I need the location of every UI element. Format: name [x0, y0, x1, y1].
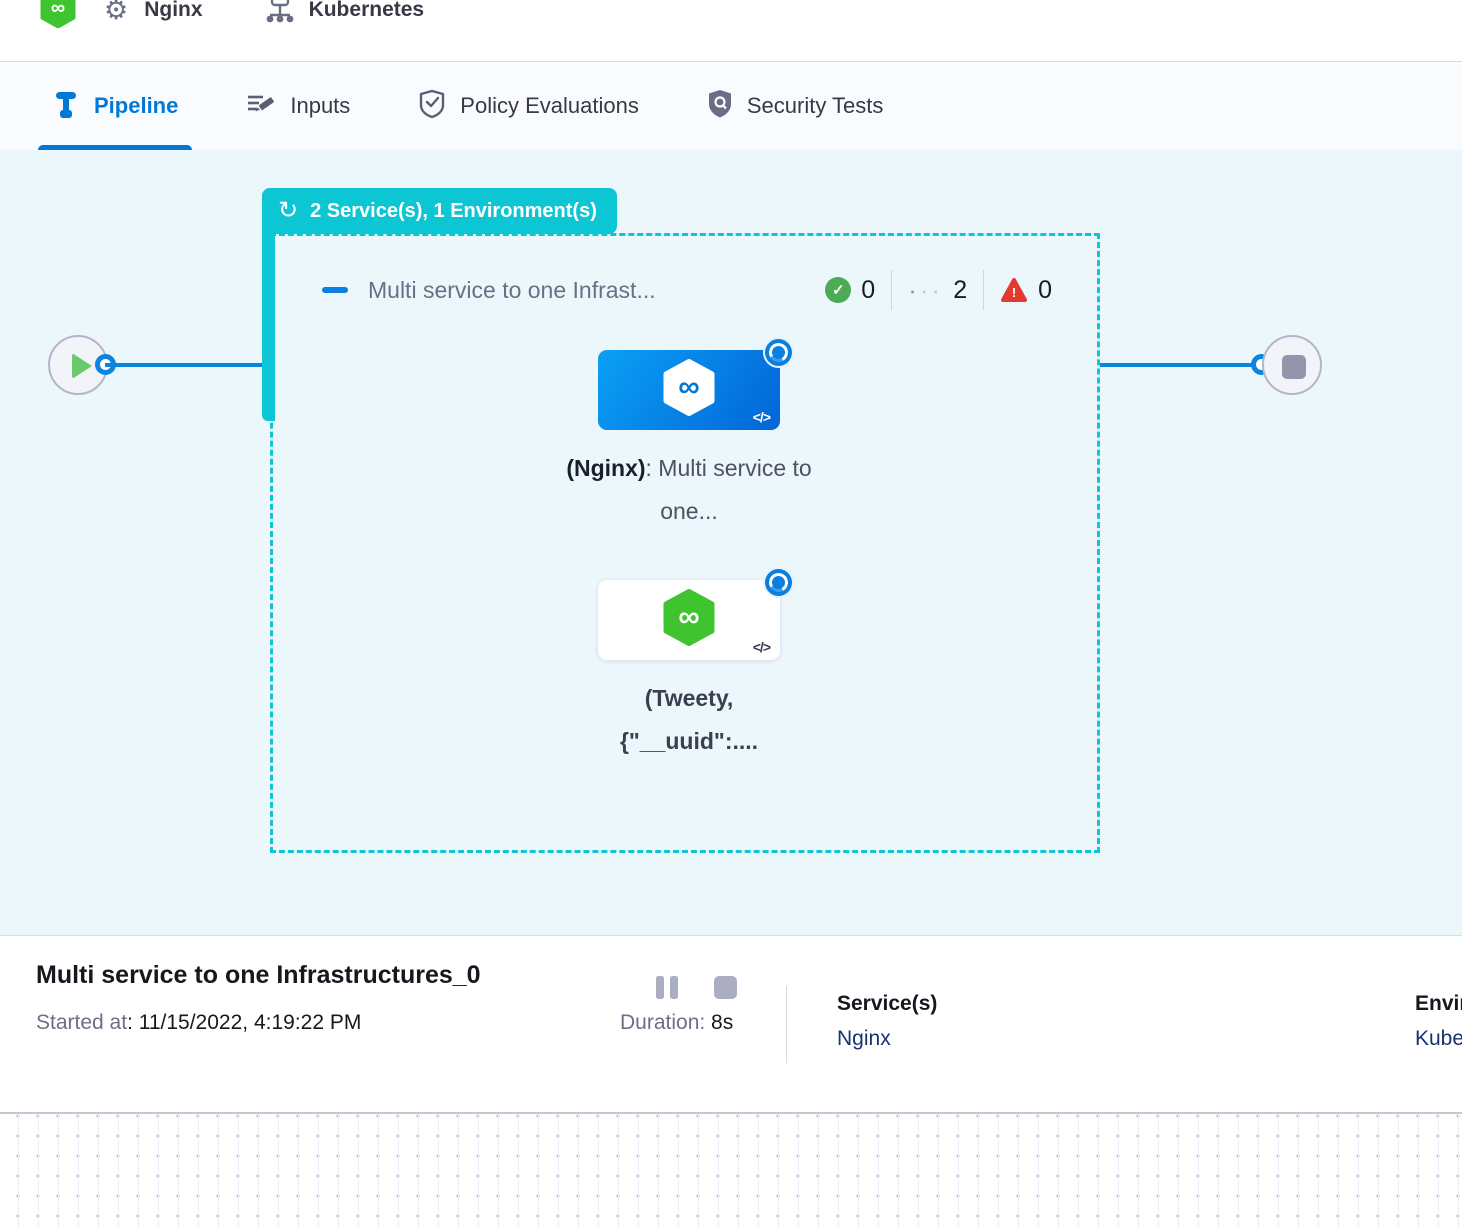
breadcrumb: ∞ ⚙ Nginx Kubernetes [40, 0, 424, 34]
stage-title: Multi service to one Infrast... [368, 276, 656, 303]
started-at: Started at: 11/15/2022, 4:19:22 PM [36, 1011, 361, 1035]
console-grid-area [0, 1112, 1462, 1228]
svg-text:∞: ∞ [678, 371, 699, 404]
environments-label: Environment(s) [1415, 992, 1462, 1015]
running-spinner-badge [765, 339, 792, 366]
running-count: 2 [953, 275, 968, 304]
pipeline-end-node [1262, 335, 1322, 395]
gear-icon: ⚙ [104, 0, 129, 25]
harness-service-icon: ∞ [40, 0, 76, 33]
service-name[interactable]: Nginx [144, 0, 203, 21]
step-name-rest: : Multi service to one... [645, 455, 812, 524]
play-icon [72, 353, 92, 379]
tab-pipeline[interactable]: Pipeline [38, 62, 193, 150]
success-icon: ✓ [825, 277, 852, 303]
svg-text:!: ! [1012, 285, 1016, 300]
step-name-line2: {"__uuid":.... [619, 728, 759, 754]
stage-group-badge[interactable]: ↻ 2 Service(s), 1 Environment(s) [262, 188, 617, 234]
breadcrumb-header: ∞ ⚙ Nginx Kubernetes [0, 0, 1462, 62]
harness-logo-hexagon: ∞ [661, 359, 717, 422]
tab-pipeline-label: Pipeline [94, 93, 179, 118]
environment-link-kubernetes[interactable]: Kubernetes [1415, 1027, 1462, 1050]
divider [891, 270, 893, 310]
loop-icon: ↻ [278, 197, 299, 224]
inputs-icon [246, 90, 276, 123]
pause-button[interactable] [656, 976, 678, 999]
tab-inputs-label: Inputs [290, 93, 351, 118]
divider [983, 270, 985, 310]
svg-text:∞: ∞ [51, 0, 65, 19]
duration-value: 8s [705, 1011, 734, 1034]
duration: Duration: 8s [620, 1011, 733, 1035]
pipeline-canvas: ↻ 2 Service(s), 1 Environment(s) Multi s… [0, 150, 1462, 935]
infrastructure-icon [265, 0, 295, 30]
step-name-line1: (Tweety, [644, 685, 734, 711]
divider [786, 986, 787, 1063]
execution-controls [656, 976, 737, 999]
step-node-tweety[interactable]: ∞ </> [598, 580, 780, 660]
step-name-bold: (Nginx) [566, 455, 646, 481]
tab-policy-evaluations-label: Policy Evaluations [460, 93, 639, 118]
step-node-tweety-label: (Tweety, {"__uuid":.... [564, 677, 814, 763]
security-shield-icon [707, 89, 733, 124]
stage-badge-label: 2 Service(s), 1 Environment(s) [310, 199, 597, 222]
code-icon: </> [752, 639, 771, 655]
service-link-nginx[interactable]: Nginx [837, 1027, 891, 1050]
collapse-icon[interactable] [322, 287, 348, 293]
step-node-nginx[interactable]: ∞ </> [598, 350, 780, 430]
svg-text:∞: ∞ [678, 601, 699, 634]
tab-inputs[interactable]: Inputs [232, 62, 364, 150]
connector-line-left [105, 363, 265, 367]
stage-header: Multi service to one Infrast... ✓ 0 ··· … [322, 270, 1052, 310]
code-icon: </> [752, 409, 771, 425]
tab-security-tests-label: Security Tests [746, 93, 884, 118]
step-node-nginx-label: (Nginx): Multi service to one... [564, 447, 814, 533]
stop-icon [1282, 355, 1306, 379]
connector-line-right [1100, 363, 1260, 367]
running-icon: ··· [908, 274, 944, 305]
tab-bar: Pipeline Inputs Policy Evaluations [0, 62, 1462, 150]
started-at-label: Started at [36, 1011, 128, 1034]
success-count: 0 [861, 275, 876, 304]
services-column: Service(s) Nginx [837, 992, 937, 1051]
harness-logo-hexagon-green: ∞ [661, 589, 717, 652]
active-tab-underline [38, 145, 193, 150]
pipeline-start-node [48, 335, 108, 395]
started-at-value: : 11/15/2022, 4:19:22 PM [127, 1011, 362, 1034]
stage-group-boundary [270, 233, 1100, 853]
failed-icon: ! [1000, 277, 1028, 303]
tab-security-tests[interactable]: Security Tests [693, 62, 898, 150]
execution-title: Multi service to one Infrastructures_0 [36, 961, 481, 989]
pipeline-icon [52, 89, 80, 124]
execution-summary-bar: Multi service to one Infrastructures_0 S… [0, 935, 1462, 1112]
environments-column: Environment(s) Kubernetes [1415, 992, 1462, 1051]
services-label: Service(s) [837, 992, 938, 1015]
duration-label: Duration: [620, 1011, 706, 1034]
stage-status-counts: ✓ 0 ··· 2 ! 0 [825, 270, 1052, 310]
environment-name[interactable]: Kubernetes [308, 0, 425, 21]
policy-shield-check-icon [418, 89, 446, 124]
tab-policy-evaluations[interactable]: Policy Evaluations [404, 62, 653, 150]
running-spinner-badge [765, 569, 792, 596]
abort-button[interactable] [714, 976, 737, 999]
failed-count: 0 [1038, 275, 1052, 304]
